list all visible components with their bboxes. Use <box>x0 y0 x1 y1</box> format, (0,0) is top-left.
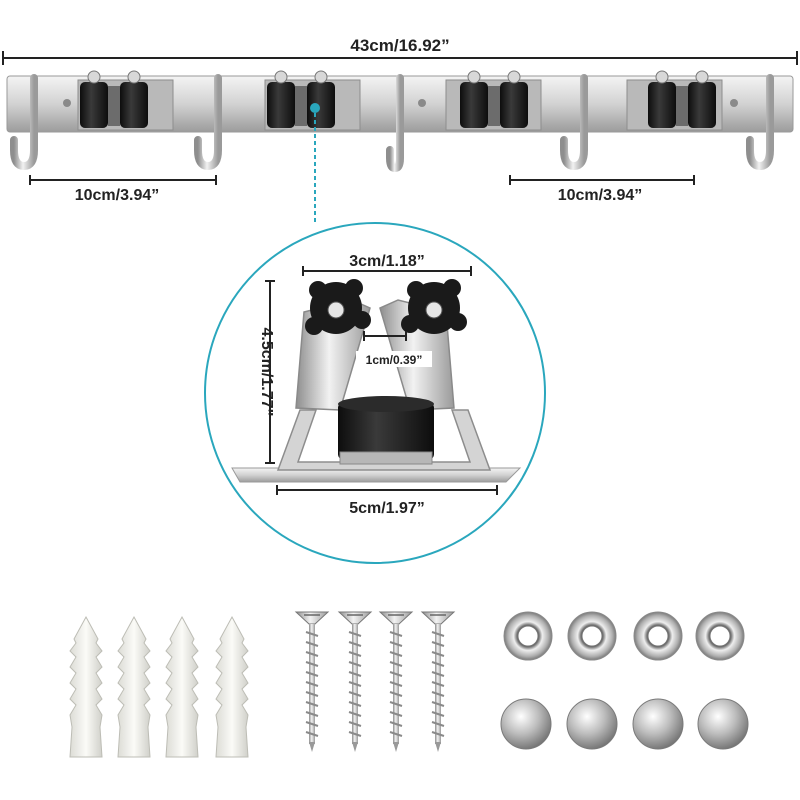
wall-anchor <box>165 615 199 758</box>
washers <box>503 611 745 661</box>
base-width-label: 5cm/1.97” <box>349 500 425 517</box>
screw <box>337 611 373 752</box>
wall-anchor <box>117 615 151 758</box>
gripper-height-label: 4.5cm/1.77” <box>258 328 275 417</box>
gripper-height-dimension: 4.5cm/1.77” <box>258 280 275 464</box>
washer <box>695 611 745 661</box>
gripper-width-label: 3cm/1.18” <box>349 253 425 270</box>
screw-cap <box>566 698 618 750</box>
hook-spacing-left-label: 10cm/3.94” <box>75 187 160 204</box>
total-length-dimension: 43cm/16.92” <box>2 34 798 65</box>
screw-caps <box>500 698 749 750</box>
screw-cap <box>697 698 749 750</box>
tool-rack <box>6 70 794 173</box>
screw <box>378 611 414 752</box>
roller-gap-dimension: 1cm/0.39” <box>356 331 432 367</box>
mounting-hole <box>63 99 71 107</box>
hook <box>10 74 38 171</box>
washer <box>503 611 553 661</box>
gripper <box>626 70 723 131</box>
wall-anchors <box>69 615 249 758</box>
mounting-hole <box>418 99 426 107</box>
base-width-dimension: 5cm/1.97” <box>276 485 498 517</box>
hook <box>386 74 404 173</box>
washer <box>567 611 617 661</box>
hook-spacing-left-dimension: 10cm/3.94” <box>29 175 217 204</box>
screw <box>420 611 456 752</box>
roller-gap-label: 1cm/0.39” <box>366 353 423 367</box>
hook-spacing-right-dimension: 10cm/3.94” <box>509 175 695 204</box>
left-roller <box>305 279 371 335</box>
hook <box>194 74 222 171</box>
hook <box>560 74 588 171</box>
total-length-label: 43cm/16.92” <box>350 36 449 55</box>
gripper <box>264 70 361 131</box>
gripper <box>445 70 542 131</box>
hook <box>746 74 774 171</box>
detail-marker <box>310 103 320 113</box>
right-roller <box>401 279 467 334</box>
gripper-detail-view: 3cm/1.18” 4.5cm/1.77” 1cm/0.39” 5cm/1.97… <box>204 222 546 564</box>
washer <box>633 611 683 661</box>
screw-cap <box>632 698 684 750</box>
rubber-grip-block <box>338 396 434 465</box>
wall-anchor <box>215 615 249 758</box>
gripper-width-dimension: 3cm/1.18” <box>302 253 472 276</box>
screw-cap <box>500 698 552 750</box>
screws <box>294 611 456 752</box>
hook-spacing-right-label: 10cm/3.94” <box>558 187 643 204</box>
mounting-hole <box>730 99 738 107</box>
wall-anchor <box>69 615 103 758</box>
screw <box>294 611 330 752</box>
gripper <box>77 70 174 131</box>
